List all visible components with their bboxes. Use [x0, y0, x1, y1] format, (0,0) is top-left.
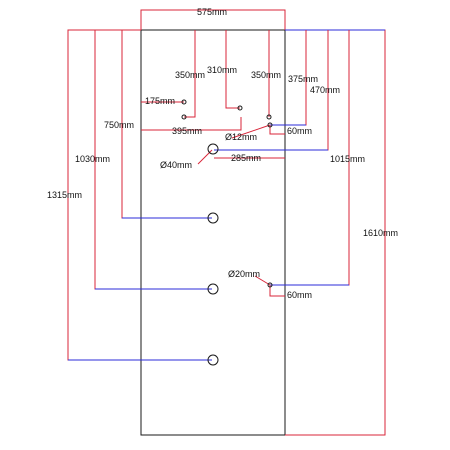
hole-small-3: [237, 105, 243, 111]
hole-small-20: [267, 282, 273, 288]
hole-large-2: [207, 283, 219, 295]
label-750: 750mm: [104, 120, 134, 130]
label-470: 470mm: [310, 85, 340, 95]
label-1610: 1610mm: [363, 228, 398, 238]
dimension-line-350-left: [184, 30, 196, 118]
label-20: Ø20mm: [228, 269, 260, 279]
label-40: Ø40mm: [160, 160, 192, 170]
label-310: 310mm: [207, 65, 237, 75]
leader-20: [254, 275, 271, 286]
label-60-bottom: 60mm: [287, 290, 312, 300]
dimension-line-60-top: [269, 125, 285, 135]
dimension-line-1030: [94, 30, 212, 290]
panel-outline-main: [140, 29, 286, 436]
dimension-line-750: [121, 30, 212, 219]
label-350-right: 350mm: [251, 70, 281, 80]
hole-large-3: [207, 354, 219, 366]
dimension-line-60-bottom: [269, 285, 285, 297]
leader-12: [231, 124, 271, 139]
hole-small-5: [267, 122, 273, 128]
dimension-line-310: [225, 30, 240, 109]
label-1015: 1015mm: [330, 154, 365, 164]
label-top-width: 575mm: [197, 7, 227, 17]
label-1315: 1315mm: [47, 190, 82, 200]
hole-large-1: [207, 212, 219, 224]
label-285: 285mm: [231, 153, 261, 163]
label-375: 375mm: [288, 74, 318, 84]
label-1030: 1030mm: [75, 154, 110, 164]
hole-small-1: [181, 99, 187, 105]
hole-small-2: [181, 114, 187, 120]
label-12: Ø12mm: [225, 132, 257, 142]
dimension-line-395: [141, 117, 242, 131]
label-60-top: 60mm: [287, 126, 312, 136]
leader-40: [197, 149, 213, 165]
label-175: 175mm: [145, 96, 175, 106]
hole-large-40: [207, 143, 219, 155]
label-395: 395mm: [172, 126, 202, 136]
hole-small-4: [266, 114, 272, 120]
dimension-line-top-width: [140, 9, 286, 30]
label-350-left: 350mm: [175, 70, 205, 80]
